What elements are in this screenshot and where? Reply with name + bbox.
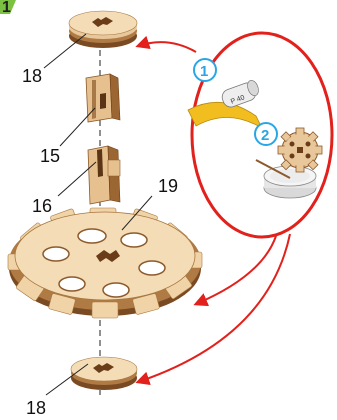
label-bottom-cap-text: 18 xyxy=(26,398,46,418)
step-one-number: 1 xyxy=(200,63,208,80)
small-gear-dipped xyxy=(278,128,322,172)
label-connector-b-text: 16 xyxy=(32,196,52,216)
step-badge: 1 xyxy=(0,0,16,16)
arrow-to-large-gear xyxy=(196,236,276,304)
callout-step-two: 2 xyxy=(255,123,322,198)
large-gear-part xyxy=(8,208,202,318)
label-connector-b: 16 xyxy=(32,162,96,216)
label-top-cap: 18 xyxy=(22,34,86,86)
label-large-gear-text: 19 xyxy=(158,176,178,196)
label-connector-a: 15 xyxy=(40,108,95,166)
bottom-cap-part xyxy=(71,357,137,390)
label-top-cap-text: 18 xyxy=(22,66,42,86)
arrow-to-top-cap xyxy=(138,42,196,52)
connector-part-a xyxy=(86,74,120,122)
label-connector-a-text: 15 xyxy=(40,146,60,166)
step-number: 1 xyxy=(2,0,11,16)
wax-dish xyxy=(264,166,316,198)
sandpaper-tube: P 40 xyxy=(220,79,260,109)
step-two-number: 2 xyxy=(261,127,269,144)
sandpaper-strip xyxy=(188,102,262,128)
connector-part-b xyxy=(88,146,120,204)
top-cap-part xyxy=(69,11,137,48)
